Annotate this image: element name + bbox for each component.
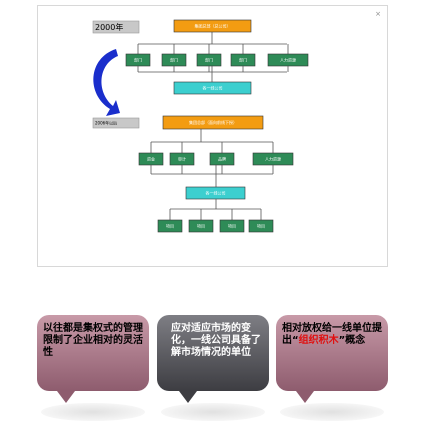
year-box-top-label: 2000年 (95, 22, 123, 32)
top-root-box-label: 集团总部（总公司） (195, 22, 231, 28)
year-box-bottom-label: 2006年以后 (95, 119, 117, 125)
top-department-box-label: 人力资源 (280, 56, 296, 62)
bottom-sub-unit-box-label: 项目 (228, 222, 236, 228)
bottom-unit-box-label: 各一线公司 (206, 189, 226, 195)
top-unit-box (173, 81, 252, 95)
year-box-bottom (92, 117, 140, 129)
callout-bubble: 以往都是集权式的管理限制了企业相对的灵活性 (37, 315, 149, 391)
bottom-sub-unit-box (157, 219, 183, 233)
top-root-box (173, 19, 252, 33)
top-department-box-label: 部门 (205, 56, 213, 62)
bottom-unit-box (185, 186, 246, 200)
bottom-sub-unit-box-label: 项目 (166, 222, 174, 228)
bottom-root-box-label: 集团总部（面向前线下授） (189, 119, 237, 125)
bottom-sub-unit-box (219, 219, 245, 233)
callout-tail (296, 391, 314, 403)
callout-text: 相对放权给一线单位提出“ (282, 323, 382, 346)
bottom-root-box (162, 115, 264, 130)
callout-market: 应对适应市场的变化，一线公司具备了解市场情况的单位 (157, 315, 269, 425)
callout-tail (179, 391, 197, 403)
callout-bubble: 相对放权给一线单位提出“组织积木”概念 (276, 315, 388, 391)
callout-centralized: 以往都是集权式的管理限制了企业相对的灵活性 (37, 315, 149, 425)
callout-reflection (161, 403, 265, 421)
top-unit-box-label: 各一线公司 (203, 84, 223, 90)
callout-tail (57, 391, 75, 403)
close-icon: × (375, 10, 381, 18)
bottom-department-box-label: 审计 (178, 155, 186, 161)
top-department-box-label: 部门 (239, 56, 247, 62)
callout-highlight: 组织积木 (298, 335, 339, 346)
callout-bubble: 应对适应市场的变化，一线公司具备了解市场情况的单位 (157, 315, 269, 391)
bottom-sub-unit-box (248, 219, 274, 233)
bottom-department-box-label: 资金 (147, 155, 155, 161)
curved-arrow (93, 49, 120, 116)
callout-empower: 相对放权给一线单位提出“组织积木”概念 (276, 315, 388, 425)
bottom-department-box-label: 品牌 (218, 155, 226, 161)
callout-reflection (41, 403, 145, 421)
top-department-box-label: 部门 (170, 56, 178, 62)
org-chart-diagram: ×2000年2006年以后集团总部（总公司）部门部门部门部门人力资源各一线公司集… (92, 10, 381, 233)
callout-text: 应对适应市场的变化，一线公司具备了解市场情况的单位 (171, 323, 261, 358)
bottom-department-box-label: 人力资源 (265, 155, 281, 161)
year-box-top (92, 20, 140, 34)
callout-reflection (280, 403, 384, 421)
bottom-sub-unit-box-label: 项目 (197, 222, 205, 228)
callout-text: 以往都是集权式的管理限制了企业相对的灵活性 (43, 323, 143, 358)
callout-text-end: ”概念 (338, 335, 366, 346)
bottom-sub-unit-box (188, 219, 214, 233)
top-department-box-label: 部门 (134, 56, 142, 62)
bottom-sub-unit-box-label: 项目 (257, 222, 265, 228)
